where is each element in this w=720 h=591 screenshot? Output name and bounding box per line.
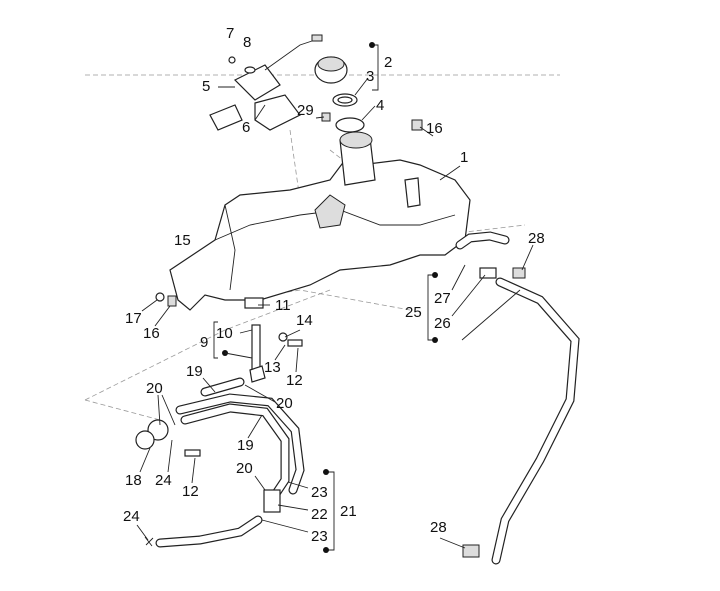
callout-label-9: 9 xyxy=(200,334,208,351)
callout-label-23: 23 xyxy=(311,484,328,501)
callout-label-12: 12 xyxy=(286,372,303,389)
callout-label-29: 29 xyxy=(297,102,314,119)
fuel-pump xyxy=(209,34,423,131)
callout-label-1: 1 xyxy=(460,149,468,166)
callout-label-16: 16 xyxy=(426,120,443,137)
fuel-tank xyxy=(169,131,471,311)
small-parts xyxy=(135,267,526,558)
callout-label-25: 25 xyxy=(405,304,422,321)
callout-label-26: 26 xyxy=(434,315,451,332)
callout-label-23: 23 xyxy=(311,528,328,545)
callout-label-3: 3 xyxy=(366,68,374,85)
callout-label-22: 22 xyxy=(311,506,328,523)
callout-label-4: 4 xyxy=(376,97,384,114)
callout-label-14: 14 xyxy=(296,312,313,329)
callout-label-6: 6 xyxy=(242,119,250,136)
callout-label-28: 28 xyxy=(528,230,545,247)
callout-label-19: 19 xyxy=(237,437,254,454)
callout-label-21: 21 xyxy=(340,503,357,520)
callout-label-12: 12 xyxy=(182,483,199,500)
callout-label-20: 20 xyxy=(236,460,253,477)
callout-label-24: 24 xyxy=(123,508,140,525)
callout-label-8: 8 xyxy=(243,34,251,51)
callout-label-11: 11 xyxy=(275,297,291,314)
leader-lines xyxy=(136,42,534,553)
filler-cap-parts xyxy=(314,56,365,133)
callout-label-15: 15 xyxy=(174,232,191,249)
callout-label-28: 28 xyxy=(430,519,447,536)
callout-label-18: 18 xyxy=(125,472,142,489)
callout-label-24: 24 xyxy=(155,472,172,489)
callout-label-2: 2 xyxy=(384,54,392,71)
callout-label-19: 19 xyxy=(186,363,203,380)
callout-label-27: 27 xyxy=(434,290,451,307)
callout-label-20: 20 xyxy=(276,395,293,412)
hoses xyxy=(155,231,580,565)
callout-label-10: 10 xyxy=(216,325,233,342)
callout-label-17: 17 xyxy=(125,310,142,327)
callout-label-7: 7 xyxy=(226,25,234,42)
callout-label-13: 13 xyxy=(264,359,281,376)
callout-label-20: 20 xyxy=(146,380,163,397)
callout-label-5: 5 xyxy=(202,78,210,95)
callout-label-16: 16 xyxy=(143,325,160,342)
